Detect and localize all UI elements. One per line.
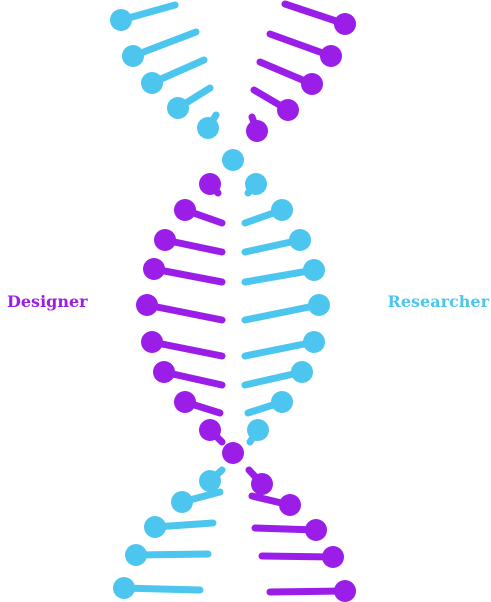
- designer-rung-dot: [251, 473, 273, 495]
- designer-rung-bar: [270, 591, 345, 592]
- researcher-rung-dot: [122, 45, 144, 67]
- researcher-rung-dot: [247, 419, 269, 441]
- researcher-rung-dot: [308, 294, 330, 316]
- designer-crossing-dot: [222, 442, 244, 464]
- helix-dots: [110, 9, 356, 602]
- designer-rung-bar: [147, 305, 222, 320]
- researcher-rung-dot: [167, 97, 189, 119]
- researcher-rung-dot: [303, 331, 325, 353]
- researcher-rung-bar: [245, 305, 319, 320]
- researcher-rung-dot: [245, 173, 267, 195]
- researcher-rung-dot: [171, 491, 193, 513]
- designer-rung-dot: [143, 258, 165, 280]
- researcher-rung-dot: [303, 259, 325, 281]
- designer-rung-dot: [199, 419, 221, 441]
- designer-rung-dot: [174, 199, 196, 221]
- researcher-rung-dot: [110, 9, 132, 31]
- designer-rung-dot: [279, 494, 301, 516]
- designer-rung-dot: [322, 546, 344, 568]
- researcher-rung-dot: [289, 229, 311, 251]
- designer-rung-dot: [305, 519, 327, 541]
- researcher-rung-dot: [199, 470, 221, 492]
- designer-rung-dot: [334, 580, 356, 602]
- designer-rung-dot: [320, 45, 342, 67]
- designer-rung-dot: [277, 99, 299, 121]
- designer-rung-dot: [136, 294, 158, 316]
- designer-label: Designer: [7, 291, 88, 313]
- researcher-rung-dot: [291, 361, 313, 383]
- researcher-rung-dot: [125, 544, 147, 566]
- researcher-crossing-dot: [222, 149, 244, 171]
- designer-rung-dot: [246, 120, 268, 142]
- researcher-rung-dot: [197, 117, 219, 139]
- designer-rung-dot: [174, 391, 196, 413]
- designer-rung-dot: [154, 229, 176, 251]
- researcher-rung-dot: [141, 72, 163, 94]
- designer-rung-dot: [334, 13, 356, 35]
- researcher-rung-bar: [124, 588, 200, 590]
- researcher-rung-dot: [113, 577, 135, 599]
- researcher-rung-dot: [271, 391, 293, 413]
- researcher-rung-dot: [271, 199, 293, 221]
- designer-rung-dot: [153, 361, 175, 383]
- designer-rung-dot: [301, 73, 323, 95]
- researcher-rung-dot: [144, 516, 166, 538]
- researcher-label: Researcher: [388, 291, 489, 313]
- designer-rung-dot: [199, 173, 221, 195]
- designer-rung-dot: [141, 331, 163, 353]
